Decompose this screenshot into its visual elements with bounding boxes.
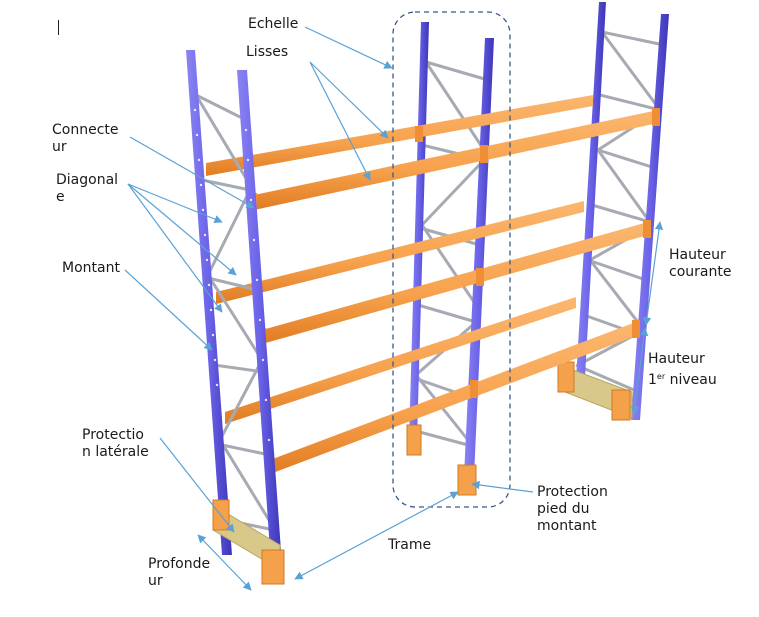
label-hauteur-niveau-line1: Hauteur bbox=[648, 351, 705, 367]
left-frame-uprights bbox=[186, 50, 282, 565]
text-cursor bbox=[58, 20, 59, 35]
label-hauteur-niveau-num: 1 bbox=[648, 372, 657, 388]
label-profondeur: Profonde ur bbox=[148, 556, 211, 589]
label-hauteur-niveau-sup: er bbox=[656, 372, 666, 381]
callout-arrows bbox=[124, 26, 664, 591]
label-echelle: Echelle bbox=[248, 16, 299, 32]
right-foot-protector-a bbox=[557, 361, 575, 393]
label-montant: Montant bbox=[62, 260, 120, 276]
label-hauteur-courante: Hauteur courante bbox=[669, 247, 732, 280]
left-foot-protector-b bbox=[261, 549, 285, 585]
right-foot-protector-b bbox=[611, 389, 631, 421]
label-protection-laterale: Protectio n latérale bbox=[82, 427, 149, 460]
label-connecteur: Connecte ur bbox=[52, 122, 119, 155]
label-hauteur-niveau-rest: niveau bbox=[665, 372, 717, 388]
label-trame: Trame bbox=[388, 537, 432, 553]
ladder-dashed-outline bbox=[392, 11, 511, 508]
label-hauteur-niveau: Hauteur 1er niveau bbox=[648, 351, 717, 389]
label-lisses: Lisses bbox=[246, 44, 289, 60]
middle-foot-protector-a bbox=[406, 424, 422, 456]
label-diagonale: Diagonal e bbox=[56, 172, 119, 205]
middle-foot-protector-b bbox=[457, 464, 477, 496]
label-protection-pied: Protection pied du montant bbox=[537, 484, 608, 534]
